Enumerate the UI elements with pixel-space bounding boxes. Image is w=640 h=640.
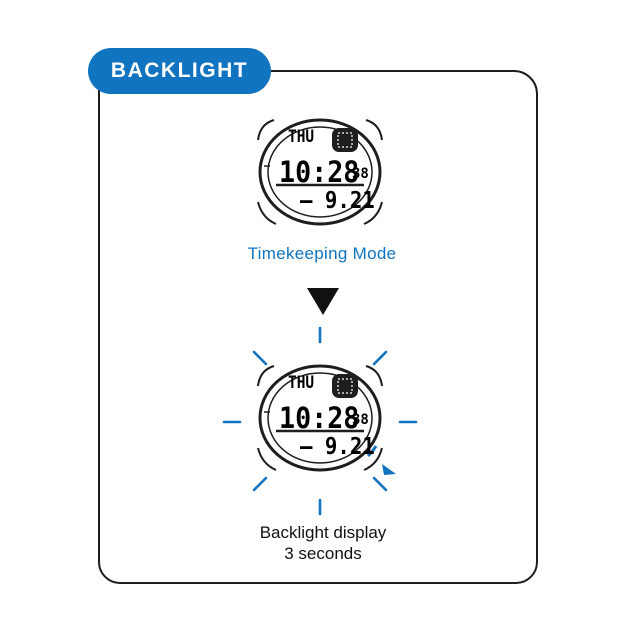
section-title: BACKLIGHT <box>88 48 271 94</box>
watch-timekeeping: THU 10:28 38 — 9.21 <box>252 114 388 230</box>
watch-backlight: THU 10:28 38 — 9.21 <box>252 360 388 476</box>
backlight-caption: Backlight display 3 seconds <box>220 522 426 564</box>
backlight-caption-line1: Backlight display <box>259 523 387 542</box>
watch-case-icon <box>257 118 383 226</box>
display-time: 10:28 <box>279 401 360 435</box>
watch-case-icon <box>257 364 383 472</box>
display-day: THU <box>288 127 315 147</box>
display-seconds: 38 <box>352 166 369 182</box>
button-pointer-icon <box>382 464 396 475</box>
backlight-caption-line2: 3 seconds <box>284 544 362 563</box>
diagram-panel <box>98 70 538 584</box>
display-date: — 9.21 <box>300 188 375 214</box>
display-date: — 9.21 <box>300 434 375 460</box>
light-rays-icon <box>222 326 418 516</box>
down-arrow-icon <box>307 288 339 315</box>
display-day: THU <box>288 373 315 393</box>
display-seconds: 38 <box>352 412 369 428</box>
timekeeping-mode-label: Timekeeping Mode <box>247 244 397 263</box>
display-time: 10:28 <box>279 155 360 189</box>
